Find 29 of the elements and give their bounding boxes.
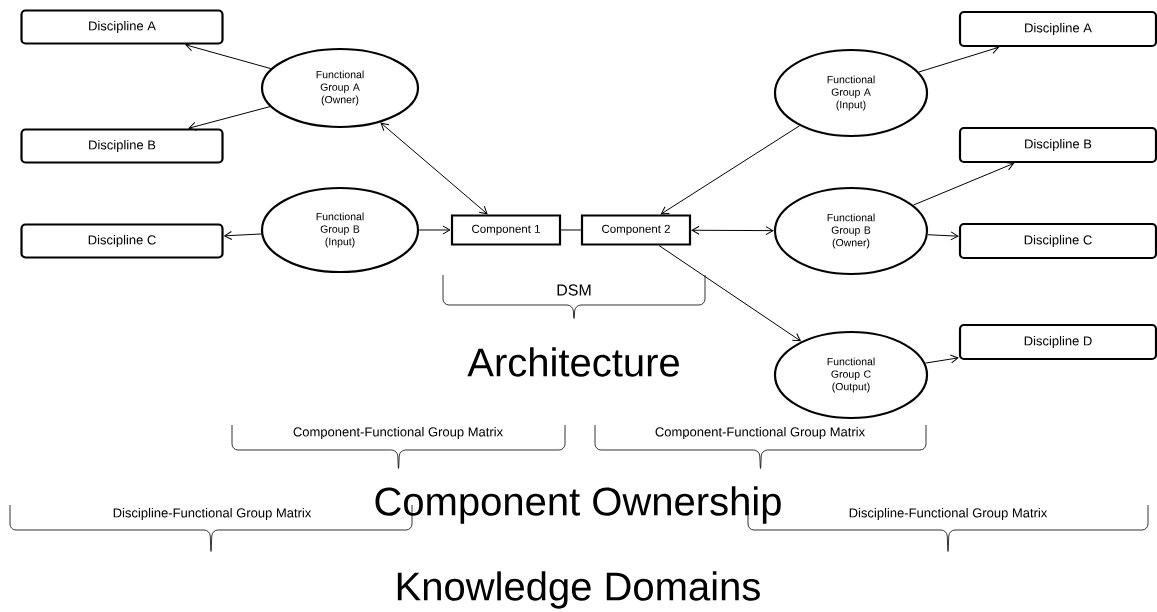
- arrow: [224, 231, 262, 240]
- arrow: [660, 125, 800, 215]
- component-box: Component 1: [450, 214, 562, 246]
- brace-label: Component-Functional Group Matrix: [655, 426, 865, 440]
- discipline-box: Discipline C: [958, 222, 1157, 260]
- brace-label: Discipline-Functional Group Matrix: [849, 507, 1048, 521]
- brace-label: Discipline-Functional Group Matrix: [113, 507, 312, 521]
- arrow: [691, 225, 774, 236]
- arrow: [912, 161, 1014, 206]
- discipline-box: Discipline C: [20, 223, 224, 259]
- component-box: Component 2: [580, 214, 692, 246]
- discipline-box: Discipline B: [20, 128, 224, 164]
- heading: Knowledge Domains: [397, 571, 760, 609]
- heading: Architecture: [467, 347, 679, 377]
- arrow: [188, 106, 271, 131]
- arrow: [380, 122, 488, 215]
- brace-label: Component-Functional Group Matrix: [293, 426, 503, 440]
- discipline-box: Discipline D: [958, 323, 1157, 361]
- heading: Component Ownership: [375, 486, 781, 524]
- discipline-box: Discipline A: [958, 10, 1157, 48]
- brace-label: DSM: [557, 284, 591, 296]
- arrow: [185, 42, 272, 70]
- discipline-box: Discipline A: [20, 9, 224, 45]
- arrow: [927, 231, 959, 241]
- arrow: [658, 245, 801, 342]
- arrow: [918, 45, 999, 73]
- discipline-box: Discipline B: [958, 126, 1157, 164]
- arrow: [924, 354, 959, 364]
- arrow: [418, 225, 451, 235]
